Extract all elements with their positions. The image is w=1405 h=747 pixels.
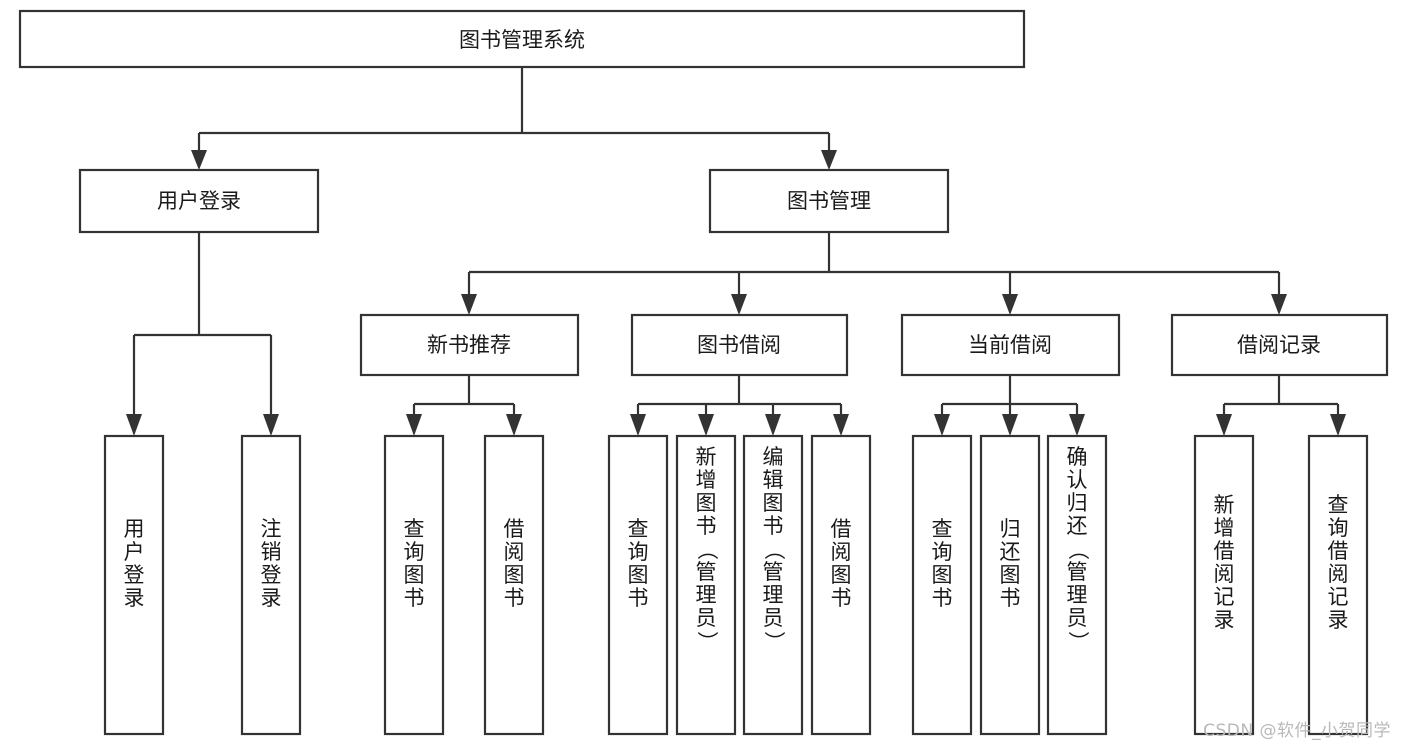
node-new-book-recommend-label: 新书推荐 [427, 333, 511, 357]
leaf-add-book-box[interactable] [675, 434, 737, 736]
leaf-edit-book-box[interactable] [742, 434, 804, 736]
leaf-query-book-2-box[interactable] [607, 434, 669, 736]
node-book-borrow-label: 图书借阅 [697, 333, 781, 357]
arrowhead-leaf-borrow-book-2 [833, 414, 849, 436]
node-user-login[interactable]: 用户登录 [78, 168, 320, 234]
arrowhead-leaf-user-login [126, 414, 142, 436]
node-book-manage-label: 图书管理 [787, 189, 871, 213]
arrowhead-leaf-logout [263, 414, 279, 436]
arrowhead-leaf-confirm-return [1069, 414, 1085, 436]
arrowhead-borrow-record [1271, 294, 1287, 315]
connectors [126, 67, 1346, 436]
arrowhead-user-login [191, 150, 207, 170]
node-current-borrow-box[interactable] [900, 313, 1121, 377]
arrowhead-leaf-return-book [1002, 414, 1018, 436]
node-current-borrow-label: 当前借阅 [968, 333, 1052, 357]
node-book-borrow-box[interactable] [630, 313, 849, 377]
leaf-borrow-book-2-box[interactable] [810, 434, 872, 736]
leaf-query-book-1-box[interactable] [383, 434, 445, 736]
arrowhead-leaf-add-record [1216, 414, 1232, 436]
node-new-book-recommend-box[interactable] [359, 313, 580, 377]
node-book-borrow[interactable]: 图书借阅 [630, 313, 849, 377]
node-borrow-record[interactable]: 借阅记录 [1170, 313, 1389, 377]
node-new-book-recommend[interactable]: 新书推荐 [359, 313, 580, 377]
node-borrow-record-label: 借阅记录 [1237, 333, 1321, 357]
node-book-manage[interactable]: 图书管理 [708, 168, 950, 234]
leaf-add-record-box[interactable] [1193, 434, 1255, 736]
leaf-user-login-box[interactable] [103, 434, 165, 736]
arrowhead-current-borrow [1002, 294, 1018, 315]
leaf-boxes [103, 434, 1369, 736]
leaf-query-record-box[interactable] [1307, 434, 1369, 736]
arrowhead-leaf-query-record [1330, 414, 1346, 436]
leaf-query-book-3-box[interactable] [911, 434, 973, 736]
arrowhead-book-borrow [731, 294, 747, 315]
arrowhead-leaf-query-book-3 [934, 414, 950, 436]
node-borrow-record-box[interactable] [1170, 313, 1389, 377]
leaf-logout-box[interactable] [240, 434, 302, 736]
leaf-return-book-box[interactable] [979, 434, 1041, 736]
arrowhead-leaf-query-book-2 [630, 414, 646, 436]
arrowhead-leaf-edit-book [765, 414, 781, 436]
node-current-borrow[interactable]: 当前借阅 [900, 313, 1121, 377]
arrowhead-book-manage [821, 150, 837, 170]
node-root-label: 图书管理系统 [459, 28, 585, 52]
arrowhead-leaf-borrow-book-1 [506, 414, 522, 436]
node-root[interactable]: 图书管理系统 [18, 9, 1026, 69]
arrowhead-leaf-query-book-1 [406, 414, 422, 436]
leaf-confirm-return-box[interactable] [1046, 434, 1108, 736]
arrowhead-leaf-add-book [698, 414, 714, 436]
node-root-box[interactable] [18, 9, 1026, 69]
leaf-borrow-book-1-box[interactable] [483, 434, 545, 736]
node-book-manage-box[interactable] [708, 168, 950, 234]
node-user-login-label: 用户登录 [157, 189, 241, 213]
arrowhead-new-book-recommend [461, 294, 477, 315]
node-user-login-box[interactable] [78, 168, 320, 234]
